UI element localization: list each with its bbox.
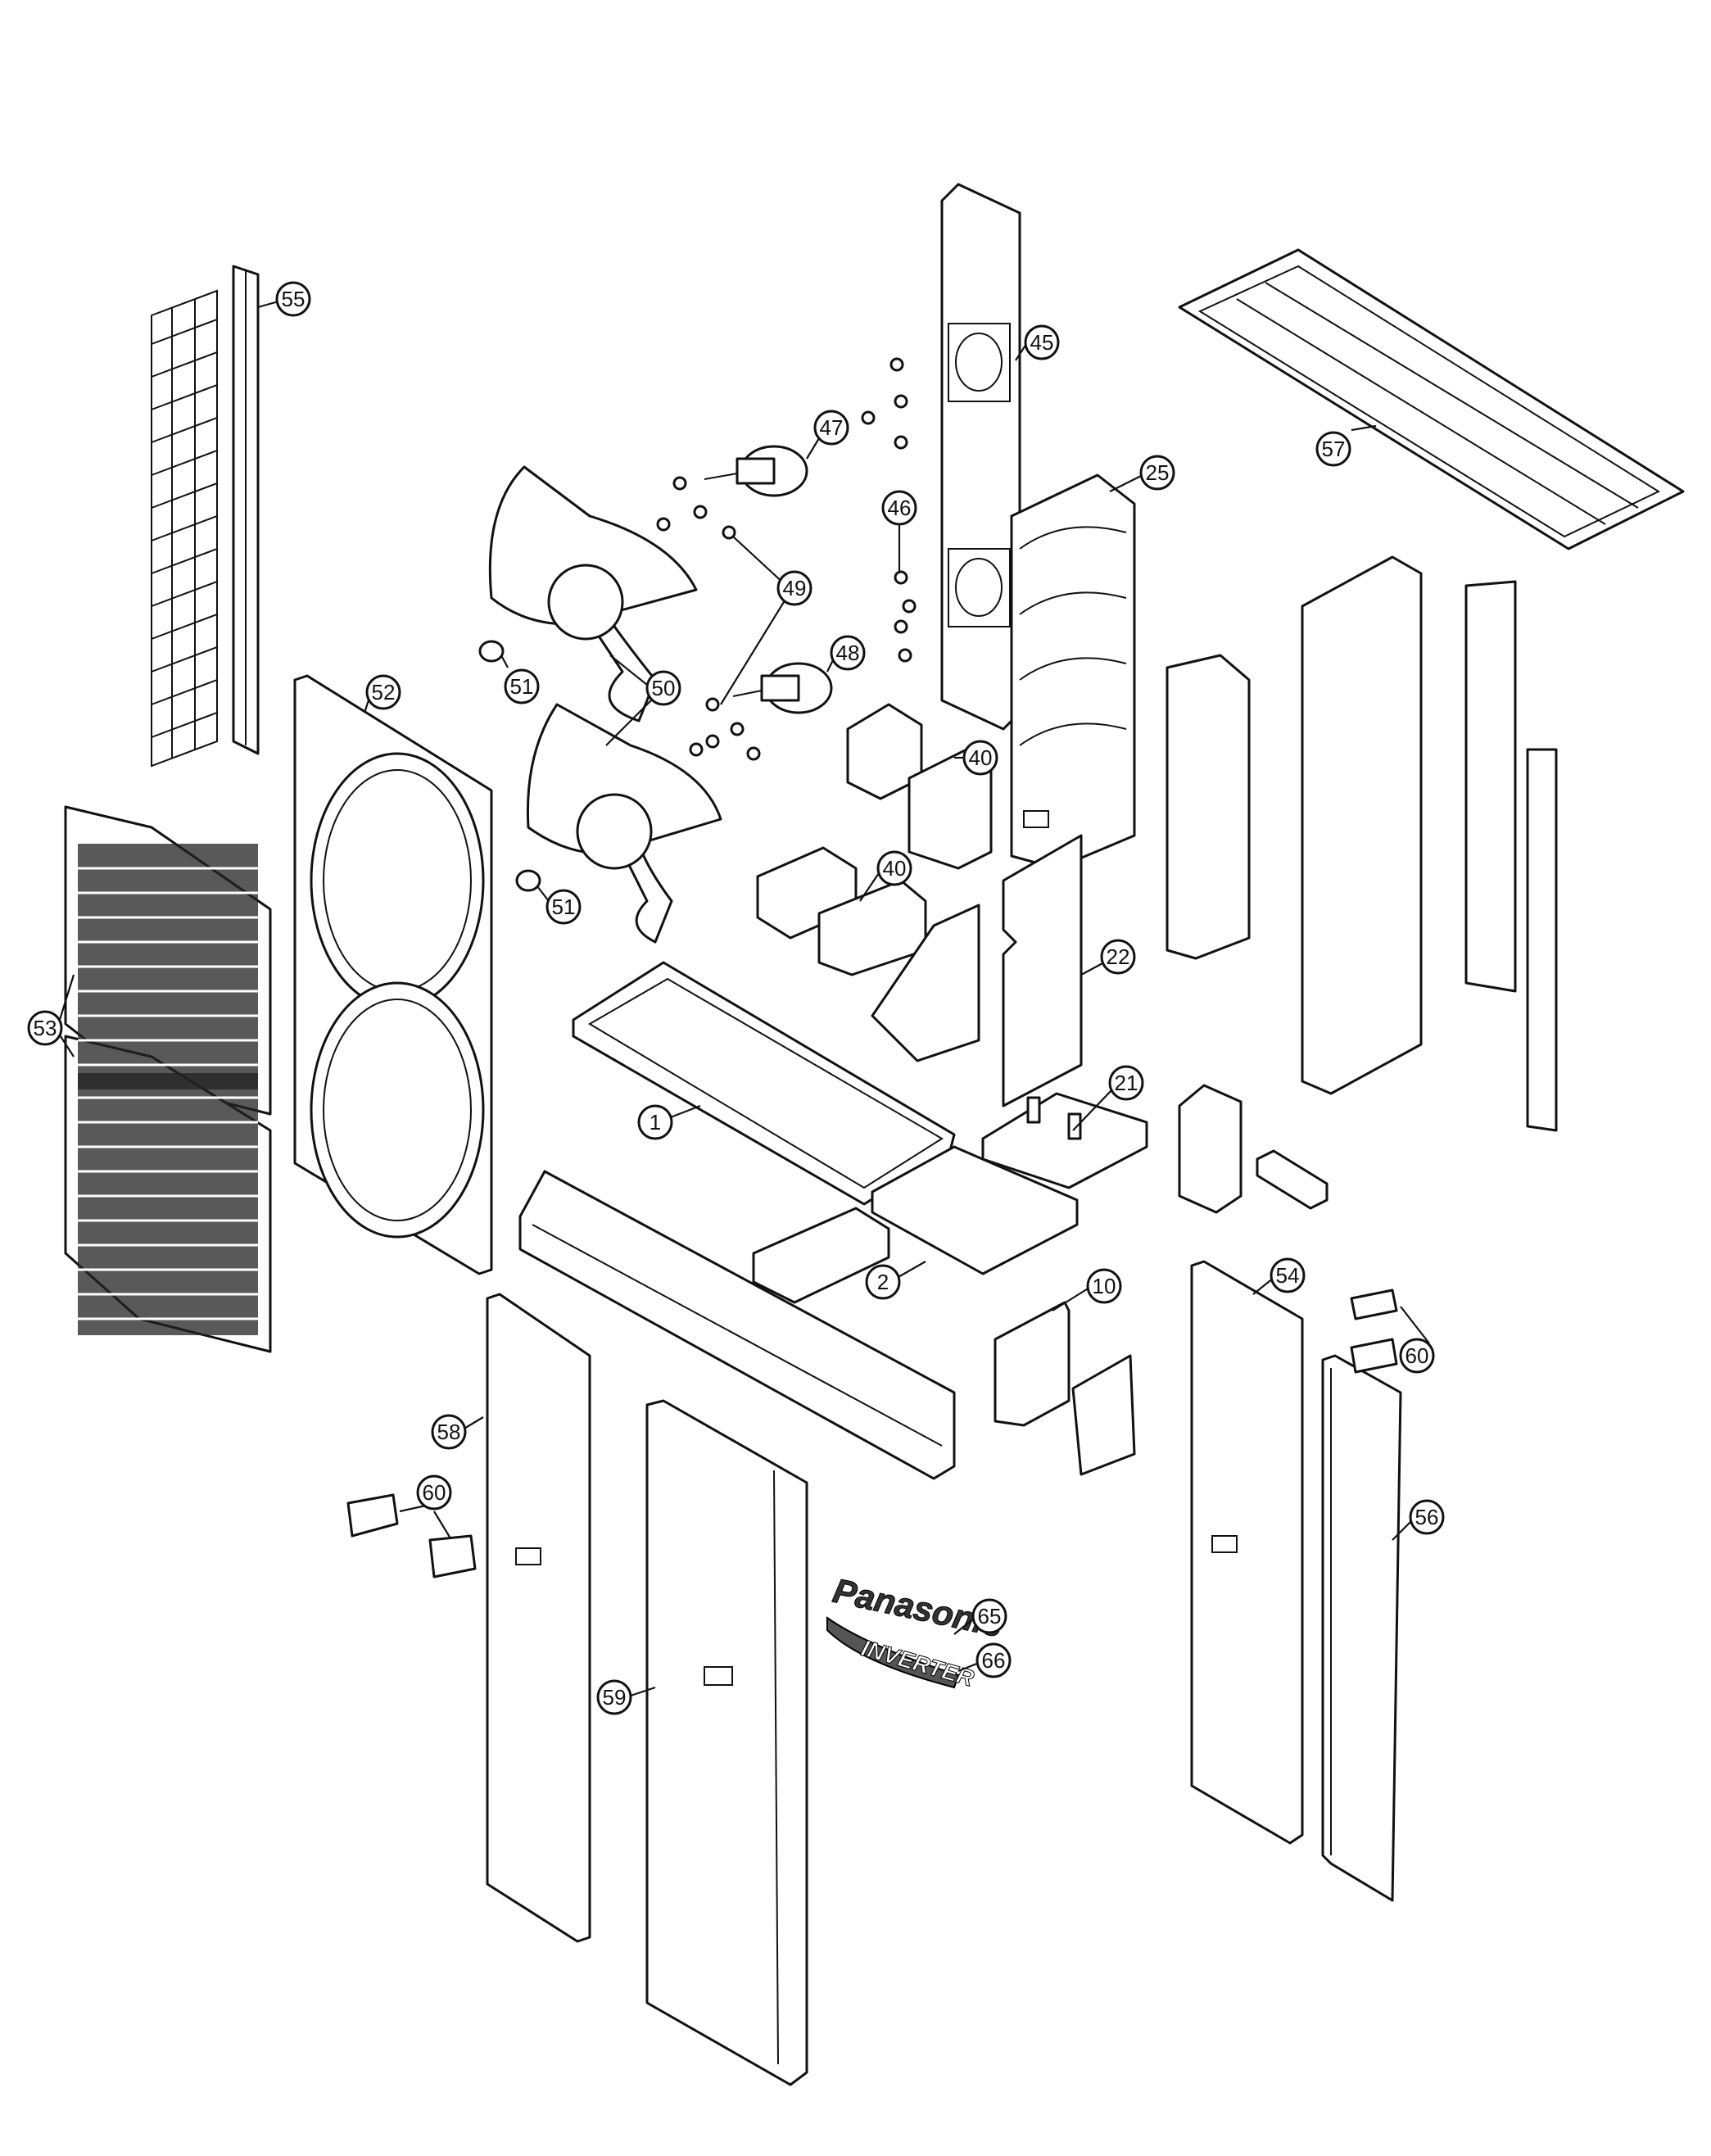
part-57-top-panel — [1178, 248, 1685, 550]
svg-text:22: 22 — [1107, 944, 1130, 969]
callout-47: 47 — [806, 410, 849, 460]
callout-53: 53 — [27, 974, 75, 1058]
callout-66: 66 — [957, 1642, 1012, 1678]
svg-text:40: 40 — [883, 856, 907, 881]
part-49-screws — [656, 476, 761, 761]
part-60-handle-left — [346, 1493, 477, 1578]
part-47-fan-motor — [704, 445, 808, 497]
callout-60-right: 60 — [1399, 1306, 1435, 1374]
svg-text:65: 65 — [978, 1604, 1002, 1628]
callouts: 1 2 10 21 22 25 40 40 45 46 47 48 49 50 … — [27, 281, 1445, 1715]
callout-48: 48 — [826, 635, 866, 673]
part-50-fan-upper — [488, 465, 698, 722]
part-59-front-panel — [645, 1399, 808, 2086]
callout-10: 10 — [1052, 1268, 1122, 1311]
svg-text:55: 55 — [282, 287, 306, 311]
svg-text:57: 57 — [1322, 437, 1346, 461]
svg-text:60: 60 — [1405, 1343, 1429, 1368]
callout-56: 56 — [1392, 1499, 1445, 1541]
svg-text:52: 52 — [372, 680, 396, 704]
callout-1: 1 — [637, 1104, 701, 1140]
svg-text:51: 51 — [552, 895, 576, 919]
callout-51-upper: 51 — [500, 654, 540, 704]
part-56-rear-panel — [1321, 1354, 1402, 1902]
svg-text:45: 45 — [1030, 330, 1054, 355]
callout-65: 65 — [953, 1598, 1007, 1635]
part-25-partition — [1010, 473, 1136, 870]
part-58-side-panel — [486, 1293, 591, 1943]
part-53-front-grille — [64, 805, 272, 1353]
callout-45: 45 — [1015, 324, 1060, 361]
svg-text:46: 46 — [888, 496, 912, 520]
svg-text:10: 10 — [1093, 1274, 1116, 1298]
callout-59: 59 — [596, 1679, 656, 1715]
callout-60-left: 60 — [399, 1474, 452, 1539]
part-60-handle-right — [1350, 1289, 1398, 1374]
svg-text:47: 47 — [820, 415, 844, 440]
callout-25: 25 — [1109, 455, 1175, 492]
part-40-control-box-lower — [756, 846, 980, 1062]
svg-text:40: 40 — [969, 745, 993, 770]
callout-52: 52 — [363, 674, 401, 713]
part-front-rail — [518, 1170, 956, 1480]
svg-text:56: 56 — [1415, 1505, 1439, 1529]
svg-text:49: 49 — [783, 576, 807, 600]
callout-58: 58 — [431, 1414, 484, 1450]
callout-2: 2 — [865, 1261, 926, 1300]
svg-text:50: 50 — [652, 676, 676, 700]
svg-text:54: 54 — [1276, 1263, 1300, 1288]
part-22-insulation — [1002, 834, 1083, 1107]
part-50-fan-lower — [526, 703, 722, 944]
callout-55: 55 — [257, 281, 311, 317]
part-right-cabinet — [1166, 555, 1558, 1132]
part-45-motor-support — [940, 183, 1021, 731]
svg-text:21: 21 — [1115, 1071, 1138, 1095]
part-54-side-panel — [1190, 1260, 1304, 1845]
svg-text:59: 59 — [603, 1685, 627, 1710]
part-terminal-bracket — [1178, 1084, 1329, 1214]
part-2-base-frame — [752, 1145, 1079, 1304]
callout-46: 46 — [881, 490, 917, 573]
callout-51-lower: 51 — [536, 886, 582, 925]
svg-text:1: 1 — [650, 1110, 661, 1135]
callout-40-upper: 40 — [954, 740, 998, 776]
callout-21: 21 — [1072, 1065, 1144, 1131]
svg-text:60: 60 — [423, 1480, 446, 1505]
part-51-nut-upper — [478, 640, 505, 663]
part-21-compressor-base — [981, 1092, 1148, 1189]
svg-text:48: 48 — [836, 641, 860, 665]
svg-text:51: 51 — [510, 674, 534, 699]
part-52-fan-panel — [293, 674, 493, 1275]
callout-40-lower: 40 — [859, 850, 912, 902]
part-48-fan-motor — [732, 662, 833, 714]
inverter-badge-text: INVERTER — [858, 1635, 977, 1692]
callout-50: 50 — [605, 654, 681, 746]
svg-text:58: 58 — [437, 1420, 461, 1444]
svg-text:2: 2 — [877, 1270, 889, 1294]
svg-text:53: 53 — [34, 1016, 57, 1040]
part-46-screws — [861, 357, 917, 663]
part-55-rear-guard — [151, 265, 260, 768]
callout-57: 57 — [1315, 424, 1377, 467]
callout-54: 54 — [1252, 1257, 1306, 1295]
part-10-terminal-board — [994, 1301, 1136, 1476]
svg-text:25: 25 — [1146, 460, 1170, 485]
callout-22: 22 — [1080, 939, 1136, 976]
part-40-control-box-upper — [846, 703, 993, 870]
callout-49: 49 — [720, 536, 812, 705]
part-51-nut-lower — [515, 869, 541, 892]
svg-text:66: 66 — [982, 1648, 1006, 1673]
